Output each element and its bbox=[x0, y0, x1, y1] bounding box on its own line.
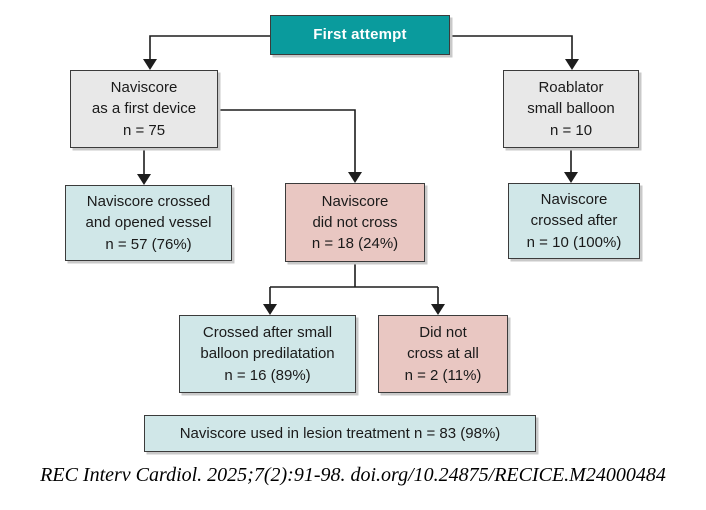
edge-root-to-naviscore bbox=[149, 35, 270, 59]
node-label: small balloon bbox=[527, 100, 615, 118]
node-first-attempt: First attempt bbox=[270, 15, 450, 55]
node-label: Naviscore bbox=[540, 191, 608, 209]
node-count: n = 18 (24%) bbox=[311, 235, 399, 253]
node-label: Did not bbox=[419, 324, 467, 342]
node-naviscore-first-device: Naviscore as a first device n = 75 bbox=[70, 70, 218, 148]
node-count: n = 10 (100%) bbox=[526, 233, 622, 251]
node-crossed-after-predilatation: Crossed after small balloon predilatatio… bbox=[179, 315, 356, 393]
node-label: and opened vessel bbox=[85, 214, 212, 232]
edge-didnotcross-split bbox=[269, 262, 439, 304]
node-naviscore-crossed-after: Naviscore crossed after n = 10 (100%) bbox=[508, 183, 640, 259]
citation-text: REC Interv Cardiol. 2025;7(2):91-98. doi… bbox=[40, 464, 666, 486]
node-roablator-small-balloon: Roablator small balloon n = 10 bbox=[503, 70, 639, 148]
node-label: Naviscore used in lesion treatment n = 8… bbox=[179, 424, 501, 442]
node-label: as a first device bbox=[91, 100, 197, 118]
node-label: crossed after bbox=[530, 212, 618, 230]
node-label: Naviscore bbox=[321, 192, 389, 210]
node-naviscore-did-not-cross: Naviscore did not cross n = 18 (24%) bbox=[285, 183, 425, 262]
node-count: n = 75 bbox=[122, 121, 166, 139]
node-label: did not cross bbox=[312, 213, 398, 231]
edge-root-to-roablator bbox=[450, 35, 573, 59]
node-count: n = 10 bbox=[549, 121, 593, 139]
node-label: First attempt bbox=[313, 26, 407, 44]
node-label: Naviscore crossed bbox=[86, 193, 211, 211]
node-summary-lesion-treatment: Naviscore used in lesion treatment n = 8… bbox=[144, 415, 536, 452]
node-label: Roablator bbox=[538, 79, 604, 97]
node-naviscore-crossed-opened: Naviscore crossed and opened vessel n = … bbox=[65, 185, 232, 261]
arrowheads bbox=[137, 59, 579, 315]
node-label: Crossed after small bbox=[202, 324, 333, 342]
node-count: n = 2 (11%) bbox=[404, 366, 482, 384]
node-count: n = 57 (76%) bbox=[105, 235, 192, 253]
node-label: Naviscore bbox=[110, 79, 178, 97]
node-label: cross at all bbox=[407, 345, 479, 363]
node-label: balloon predilatation bbox=[200, 345, 335, 363]
node-did-not-cross-at-all: Did not cross at all n = 2 (11%) bbox=[378, 315, 508, 393]
edge-naviscore-to-didnotcross bbox=[218, 109, 356, 172]
node-count: n = 16 (89%) bbox=[224, 366, 311, 384]
